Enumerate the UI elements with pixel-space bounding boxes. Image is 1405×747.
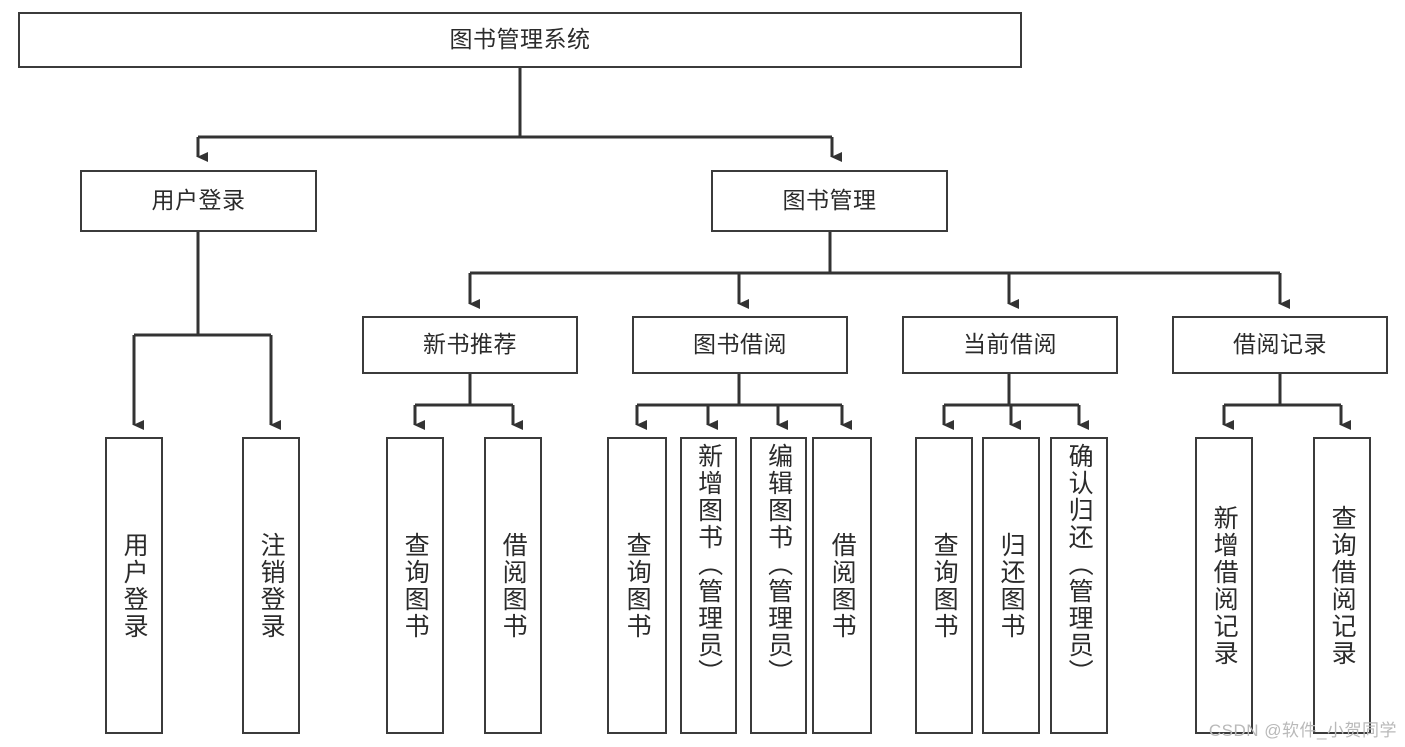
node-leaf-query-book-1-label: 查询图书	[401, 531, 430, 640]
node-leaf-query-book-3[interactable]: 查询图书	[915, 437, 973, 734]
node-leaf-add-book-label: 新增图书（管理员）	[694, 443, 723, 686]
node-book-manage[interactable]: 图书管理	[711, 170, 948, 232]
node-leaf-confirm-return-label: 确认归还（管理员）	[1065, 443, 1094, 686]
node-borrow-record[interactable]: 借阅记录	[1172, 316, 1388, 374]
node-leaf-query-book-2-label: 查询图书	[623, 531, 652, 640]
node-leaf-query-borrow-record[interactable]: 查询借阅记录	[1313, 437, 1371, 734]
node-leaf-borrow-book-2-label: 借阅图书	[828, 531, 857, 640]
node-leaf-add-borrow-record[interactable]: 新增借阅记录	[1195, 437, 1253, 734]
node-leaf-return-book-label: 归还图书	[997, 531, 1026, 640]
node-leaf-add-book[interactable]: 新增图书（管理员）	[680, 437, 737, 734]
node-current-borrow-label: 当前借阅	[963, 331, 1057, 358]
node-new-book-recommend[interactable]: 新书推荐	[362, 316, 578, 374]
node-leaf-borrow-book-1-label: 借阅图书	[499, 531, 528, 640]
node-leaf-query-book-3-label: 查询图书	[930, 531, 959, 640]
csdn-watermark: CSDN @软件_小贺同学	[1208, 721, 1397, 740]
node-leaf-return-book[interactable]: 归还图书	[982, 437, 1040, 734]
node-leaf-edit-book-label: 编辑图书（管理员）	[764, 443, 793, 686]
node-leaf-query-book-1[interactable]: 查询图书	[386, 437, 444, 734]
node-book-borrow-label: 图书借阅	[693, 331, 787, 358]
node-leaf-edit-book[interactable]: 编辑图书（管理员）	[750, 437, 807, 734]
node-leaf-borrow-book-1[interactable]: 借阅图书	[484, 437, 542, 734]
node-book-manage-label: 图书管理	[782, 187, 877, 214]
node-book-borrow[interactable]: 图书借阅	[632, 316, 848, 374]
node-user-login[interactable]: 用户登录	[80, 170, 317, 232]
node-leaf-logout-login-label: 注销登录	[257, 531, 286, 640]
node-root[interactable]: 图书管理系统	[18, 12, 1022, 68]
node-leaf-user-login[interactable]: 用户登录	[105, 437, 163, 734]
node-leaf-query-book-2[interactable]: 查询图书	[607, 437, 667, 734]
node-leaf-logout-login[interactable]: 注销登录	[242, 437, 300, 734]
node-leaf-user-login-label: 用户登录	[120, 531, 149, 640]
node-leaf-add-borrow-record-label: 新增借阅记录	[1210, 504, 1239, 667]
node-new-book-recommend-label: 新书推荐	[423, 331, 517, 358]
node-root-label: 图书管理系统	[449, 26, 591, 53]
node-leaf-confirm-return[interactable]: 确认归还（管理员）	[1050, 437, 1108, 734]
node-borrow-record-label: 借阅记录	[1233, 331, 1327, 358]
node-leaf-borrow-book-2[interactable]: 借阅图书	[812, 437, 872, 734]
node-user-login-label: 用户登录	[151, 187, 246, 214]
node-current-borrow[interactable]: 当前借阅	[902, 316, 1118, 374]
node-leaf-query-borrow-record-label: 查询借阅记录	[1328, 504, 1357, 667]
